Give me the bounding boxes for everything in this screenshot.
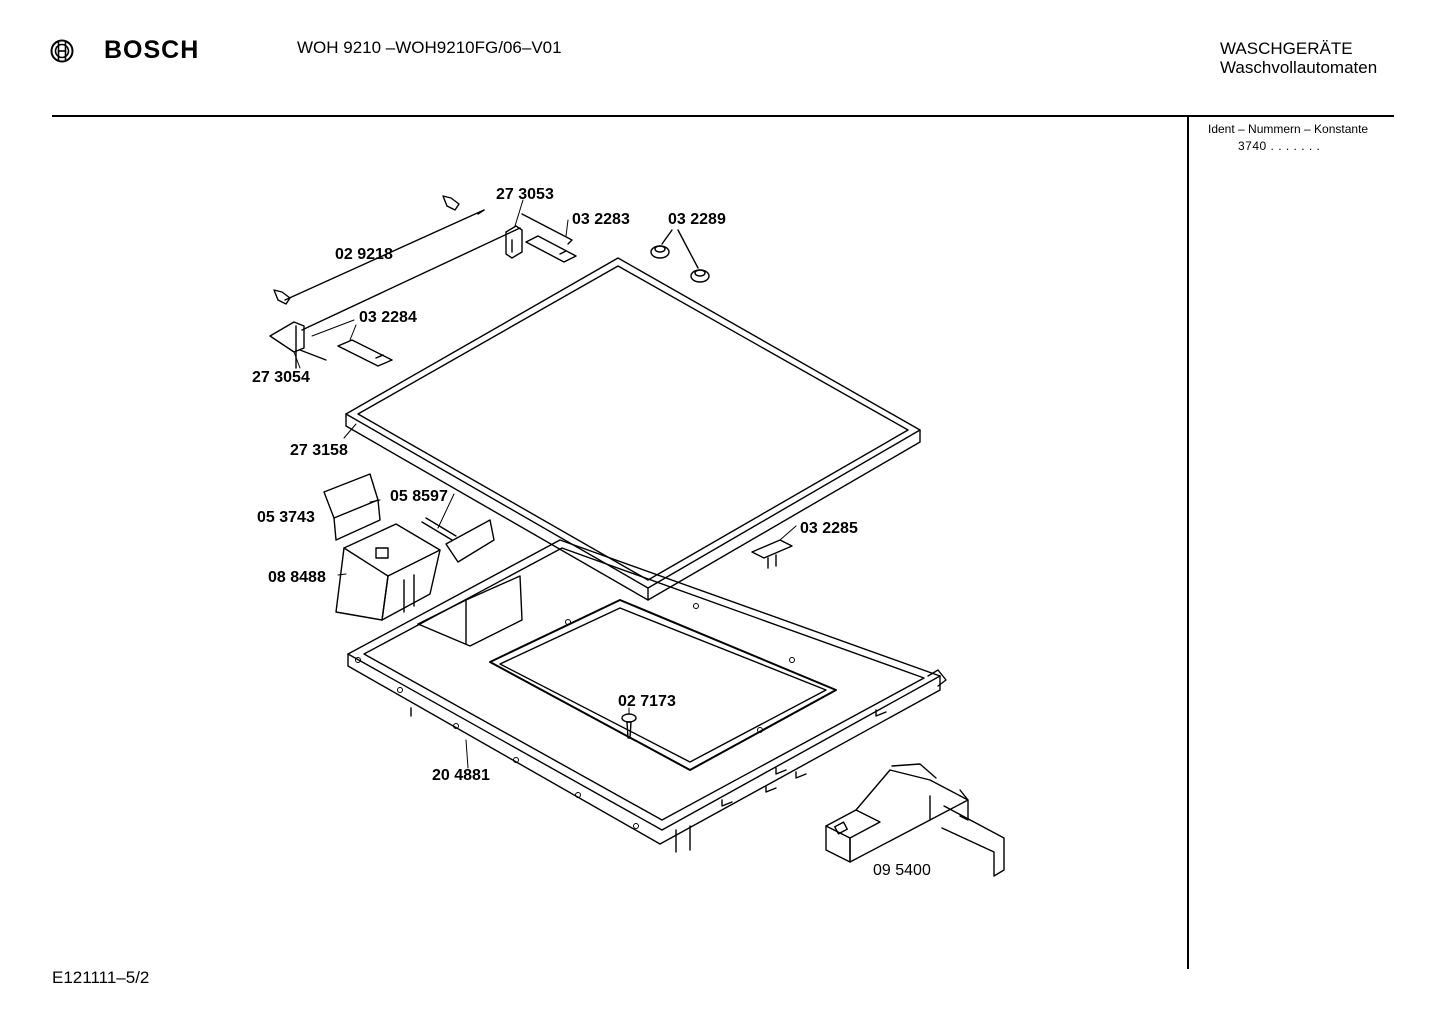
label-05-8597: 05 8597 xyxy=(390,488,448,505)
label-03-2283: 03 2283 xyxy=(572,211,630,228)
header-divider xyxy=(52,115,1394,117)
brand-logo: BOSCH xyxy=(50,36,199,65)
part-labels: 27 3053 03 2283 03 2289 02 9218 03 2284 … xyxy=(252,186,931,879)
hinge-bottom-drawing xyxy=(269,321,327,369)
dispenser-front-drawing xyxy=(323,473,381,541)
hinge-rod-drawing xyxy=(273,195,521,331)
latch-drawing xyxy=(751,539,793,569)
sidebar-divider xyxy=(1187,117,1189,969)
bosch-armature-icon xyxy=(50,39,74,62)
label-20-4881: 20 4881 xyxy=(432,767,490,784)
ident-value: 3740 . . . . . . . xyxy=(1238,139,1321,153)
feet-drawing xyxy=(650,229,710,283)
door-lock-drawing xyxy=(825,763,1005,877)
brand-name: BOSCH xyxy=(104,36,200,64)
label-05-3743: 05 3743 xyxy=(257,509,315,526)
label-08-8488: 08 8488 xyxy=(268,569,326,586)
category-title: WASCHGERÄTE xyxy=(1220,39,1353,58)
label-02-7173: 02 7173 xyxy=(618,693,676,710)
frame-tabs xyxy=(721,709,887,807)
label-27-3053: 27 3053 xyxy=(496,186,554,203)
label-03-2289: 03 2289 xyxy=(668,211,726,228)
lid-drawing xyxy=(345,257,921,601)
model-number: WOH 9210 –WOH9210FG/06–V01 xyxy=(297,38,562,57)
leader-lines xyxy=(293,199,797,769)
label-09-5400: 09 5400 xyxy=(873,862,931,879)
ident-label: Ident – Nummern – Konstante xyxy=(1208,122,1369,136)
dispenser-box-drawing xyxy=(335,523,441,621)
category-subtitle: Waschvollautomaten xyxy=(1220,58,1378,77)
frame-holes xyxy=(355,603,795,829)
hinge-pad-top-drawing xyxy=(525,235,577,263)
hinge-pad-bottom-drawing xyxy=(337,339,393,367)
worktop-frame-drawing xyxy=(347,539,947,853)
label-27-3054: 27 3054 xyxy=(252,369,310,386)
hinge-top-drawing xyxy=(505,213,573,259)
label-02-9218: 02 9218 xyxy=(335,246,393,263)
drawing-code: E121111–5/2 xyxy=(52,968,150,987)
label-03-2284: 03 2284 xyxy=(359,309,417,326)
label-27-3158: 27 3158 xyxy=(290,442,348,459)
dispenser-rod-drawing xyxy=(421,517,495,563)
label-03-2285: 03 2285 xyxy=(800,520,858,537)
